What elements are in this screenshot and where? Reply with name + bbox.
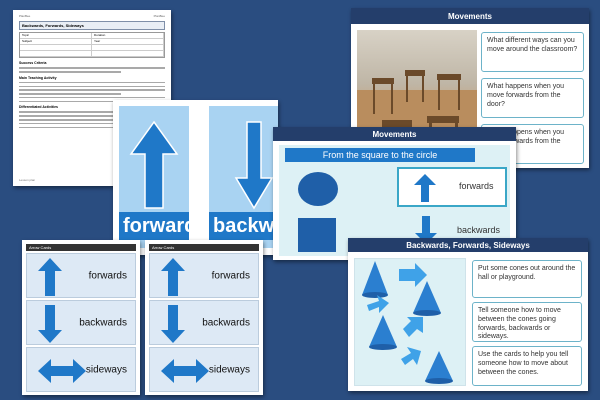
plan-section-head: Main Teaching Activity <box>19 75 57 80</box>
arrow-card-label: backwards <box>79 317 127 328</box>
plan-header-row: PlanBee PlanBee <box>19 14 165 18</box>
text-line <box>19 93 122 95</box>
arrow-card-label: forwards <box>211 270 250 281</box>
up-arrow-icon <box>129 120 179 209</box>
slide-header: Movements <box>273 127 516 141</box>
text-line <box>19 126 122 129</box>
text-line <box>19 122 165 125</box>
text-line <box>19 111 165 114</box>
up-arrow-icon <box>161 258 185 296</box>
down-arrow-icon <box>38 305 62 343</box>
arrow-card-sideways: sideways <box>26 347 136 392</box>
text-line <box>19 96 165 99</box>
question-box: What happens when you move forwards from… <box>481 78 584 118</box>
backwards-card: backwards <box>209 106 278 248</box>
direction-label: forwards <box>459 181 494 191</box>
instruction-box: Put some cones out around the hall or pl… <box>472 260 582 298</box>
plan-section-head: Differentiated Activities <box>19 105 58 110</box>
cones-and-arrows <box>362 261 453 384</box>
text-line <box>19 89 165 91</box>
plan-field: Subject <box>20 39 92 44</box>
arrow-cards-sheet: Arrow Cards forwards backwards sideways <box>145 240 263 395</box>
plan-field: Topic <box>20 33 92 38</box>
text-line <box>19 119 122 121</box>
plan-field: Year <box>92 39 164 44</box>
plan-title: Backwards, Forwards, Sideways <box>19 21 165 30</box>
slide-header: Backwards, Forwards, Sideways <box>348 238 588 252</box>
cones-illustration <box>354 258 466 386</box>
up-arrow-icon <box>414 174 436 202</box>
cones-slide: Backwards, Forwards, Sideways Put some c… <box>348 238 588 391</box>
down-arrow-icon <box>234 121 274 210</box>
question-box: What different ways can you move around … <box>481 32 584 72</box>
forwards-highlight: forwards <box>397 167 507 207</box>
arrow-cards-sheet: Arrow Cards forwards backwards sideways <box>22 240 140 395</box>
direction-label: backwards <box>457 225 501 235</box>
arrow-sheet-title: Arrow Cards <box>26 244 136 251</box>
arrow-card-label: sideways <box>208 364 250 375</box>
up-arrow-icon <box>38 258 62 296</box>
slide-content: From the square to the circle forwards b… <box>279 145 510 256</box>
word-cards-sheet: forwards backwards <box>113 100 278 255</box>
lesson-plan-sheet: PlanBee PlanBee Backwards, Forwards, Sid… <box>13 10 171 186</box>
square-shape <box>298 218 336 252</box>
arrow-card-sideways: sideways <box>149 347 259 392</box>
forwards-card: forwards <box>119 106 189 248</box>
plan-brand: PlanBee <box>19 14 31 18</box>
plan-brand-right: PlanBee <box>153 14 165 18</box>
arrow-card-label: sideways <box>85 364 127 375</box>
plan-field: Duration <box>92 33 164 38</box>
text-line <box>19 85 165 88</box>
backwards-word: backwards <box>209 212 278 240</box>
plan-footer: Lesson plan <box>19 178 36 182</box>
down-arrow-icon <box>161 305 185 343</box>
plan-info-row <box>20 45 164 51</box>
arrow-card-forwards: forwards <box>149 253 259 298</box>
text-line <box>19 81 165 84</box>
banner: From the square to the circle <box>285 148 475 162</box>
instruction-box: Tell someone how to move between the con… <box>472 302 582 342</box>
left-right-arrow-icon <box>161 359 209 383</box>
text-line <box>19 67 165 69</box>
arrow-card-forwards: forwards <box>26 253 136 298</box>
movements-slide-2: Movements From the square to the circle … <box>273 127 516 260</box>
down-arrow-icon <box>415 216 437 244</box>
arrow-sheet-title: Arrow Cards <box>149 244 259 251</box>
text-line <box>19 115 165 117</box>
circle-shape <box>298 172 338 206</box>
plan-section-head: Success Criteria <box>19 61 47 65</box>
forwards-word: forwards <box>119 212 189 240</box>
arrow-card-label: backwards <box>202 317 250 328</box>
arrow-card-label: forwards <box>88 270 127 281</box>
arrow-card-backwards: backwards <box>149 300 259 345</box>
text-line <box>19 100 165 103</box>
slide-header: Movements <box>351 8 589 24</box>
plan-info-row <box>20 51 164 57</box>
left-right-arrow-icon <box>38 359 86 383</box>
arrow-card-backwards: backwards <box>26 300 136 345</box>
instruction-box: Use the cards to help you tell someone h… <box>472 346 582 386</box>
text-line <box>19 70 122 73</box>
